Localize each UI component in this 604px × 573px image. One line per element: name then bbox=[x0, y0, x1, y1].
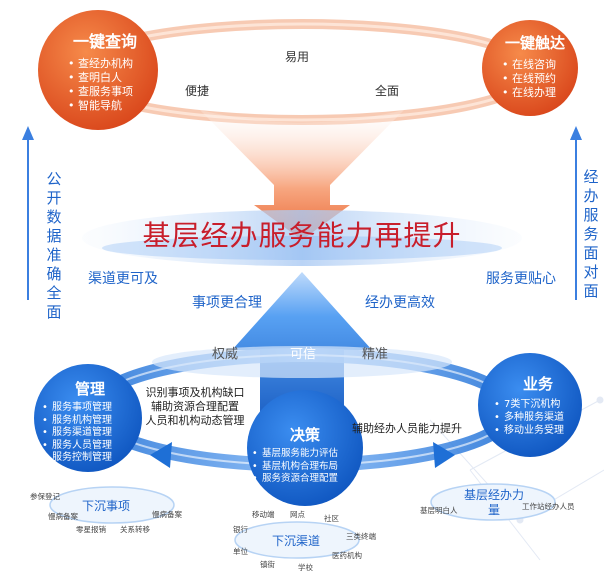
reach-item: 在线咨询 bbox=[502, 58, 578, 72]
arc-label-authority: 权威 bbox=[212, 347, 239, 362]
reach-node: 一键触达 在线咨询 在线预约 在线办理 bbox=[492, 32, 578, 100]
arc-label-easy: 易用 bbox=[285, 50, 310, 64]
sinking-matters-title: 下沉事项 bbox=[82, 499, 131, 513]
reach-item: 在线预约 bbox=[502, 72, 578, 86]
decision-item: 服务资源合理配置 bbox=[252, 473, 358, 486]
flow-left-label: 人员和机构动态管理 bbox=[145, 414, 245, 427]
reach-title: 一键触达 bbox=[504, 34, 565, 52]
management-title: 管理 bbox=[74, 380, 105, 398]
business-item: 多种服务渠道 bbox=[494, 411, 582, 424]
management-item: 服务人员管理 bbox=[42, 440, 138, 453]
arc-label-precise: 精准 bbox=[362, 347, 389, 362]
sinking-channels-label: 单位 bbox=[233, 547, 248, 556]
business-item: 移动业务受理 bbox=[494, 424, 582, 437]
sinking-channels-label: 移动端 bbox=[252, 510, 275, 519]
query-item: 智能导航 bbox=[68, 99, 160, 113]
query-item: 查明白人 bbox=[68, 71, 160, 85]
sinking-channels-title: 下沉渠道 bbox=[272, 534, 321, 548]
side-label-left: 公开数据准确全面 bbox=[46, 170, 62, 321]
channel-label: 渠道更可及 bbox=[88, 271, 158, 287]
grassroots-force-label: 基层明白人 bbox=[420, 506, 458, 515]
decision-title: 决策 bbox=[289, 426, 320, 444]
sinking-matters-label: 参保登记 bbox=[30, 492, 60, 501]
main-title: 基层经办服务能力再提升 bbox=[142, 219, 462, 252]
sinking-channels-label: 社区 bbox=[324, 514, 339, 523]
sinking-channels-label: 医药机构 bbox=[332, 551, 362, 560]
decision-item: 基层机构合理布局 bbox=[252, 461, 358, 474]
business-items: 7类下沉机构 多种服务渠道 移动业务受理 bbox=[494, 398, 582, 437]
arc-label-convenient: 便捷 bbox=[185, 84, 210, 98]
efficiency-label: 经办更高效 bbox=[365, 295, 435, 311]
sinking-channels-label: 学校 bbox=[298, 563, 313, 572]
decision-items: 基层服务能力评估 基层机构合理布局 服务资源合理配置 bbox=[252, 448, 358, 486]
sinking-channels-label: 镇街 bbox=[260, 560, 275, 569]
grassroots-force-title: 基层经办力量 bbox=[464, 488, 525, 517]
sinking-matters-label: 慢病备案 bbox=[152, 510, 182, 519]
business-item: 7类下沉机构 bbox=[494, 398, 582, 411]
sinking-channels-label: 网点 bbox=[290, 510, 305, 519]
business-node: 业务 7类下沉机构 多种服务渠道 移动业务受理 bbox=[494, 373, 582, 437]
reach-items: 在线咨询 在线预约 在线办理 bbox=[492, 58, 578, 100]
arc-label-comprehensive: 全面 bbox=[375, 84, 400, 98]
sinking-channels-label: 银行 bbox=[233, 525, 248, 534]
sinking-channels-label: 三类终端 bbox=[346, 532, 376, 541]
arc-label-credible: 可信 bbox=[290, 347, 317, 362]
query-item: 查服务事项 bbox=[68, 85, 160, 99]
sinking-matters-label: 慢病备案 bbox=[48, 512, 78, 521]
service-label: 服务更贴心 bbox=[486, 271, 556, 287]
decision-node: 决策 基层服务能力评估 基层机构合理布局 服务资源合理配置 bbox=[252, 424, 358, 486]
query-item: 查经办机构 bbox=[68, 57, 160, 71]
sinking-matters-label: 关系转移 bbox=[120, 525, 150, 534]
flow-left-labels: 识别事项及机构缺口 辅助资源合理配置 人员和机构动态管理 bbox=[132, 386, 258, 428]
flow-left-label: 辅助资源合理配置 bbox=[151, 400, 239, 413]
sinking-matters-label: 零星报销 bbox=[76, 525, 106, 534]
management-item: 服务控制管理 bbox=[42, 452, 138, 465]
flow-left-label: 识别事项及机构缺口 bbox=[145, 386, 245, 399]
management-items: 服务事项管理 服务机构管理 服务渠道管理 服务人员管理 服务控制管理 bbox=[42, 402, 138, 465]
matters-label: 事项更合理 bbox=[192, 295, 262, 311]
business-title: 业务 bbox=[522, 375, 553, 393]
query-node: 一键查询 查经办机构 查明白人 查服务事项 智能导航 bbox=[50, 28, 160, 113]
management-item: 服务事项管理 bbox=[42, 402, 138, 415]
reach-item: 在线办理 bbox=[502, 86, 578, 100]
management-item: 服务机构管理 bbox=[42, 415, 138, 428]
query-items: 查经办机构 查明白人 查服务事项 智能导航 bbox=[50, 57, 160, 113]
flow-right-label: 辅助经办人员能力提升 bbox=[352, 422, 462, 435]
side-label-right: 经办服务面对面 bbox=[583, 168, 599, 300]
grassroots-force-label: 工作站经办人员 bbox=[522, 502, 575, 511]
query-title: 一键查询 bbox=[72, 32, 137, 51]
decision-item: 基层服务能力评估 bbox=[252, 448, 358, 461]
management-item: 服务渠道管理 bbox=[42, 427, 138, 440]
management-node: 管理 服务事项管理 服务机构管理 服务渠道管理 服务人员管理 服务控制管理 bbox=[42, 378, 138, 465]
